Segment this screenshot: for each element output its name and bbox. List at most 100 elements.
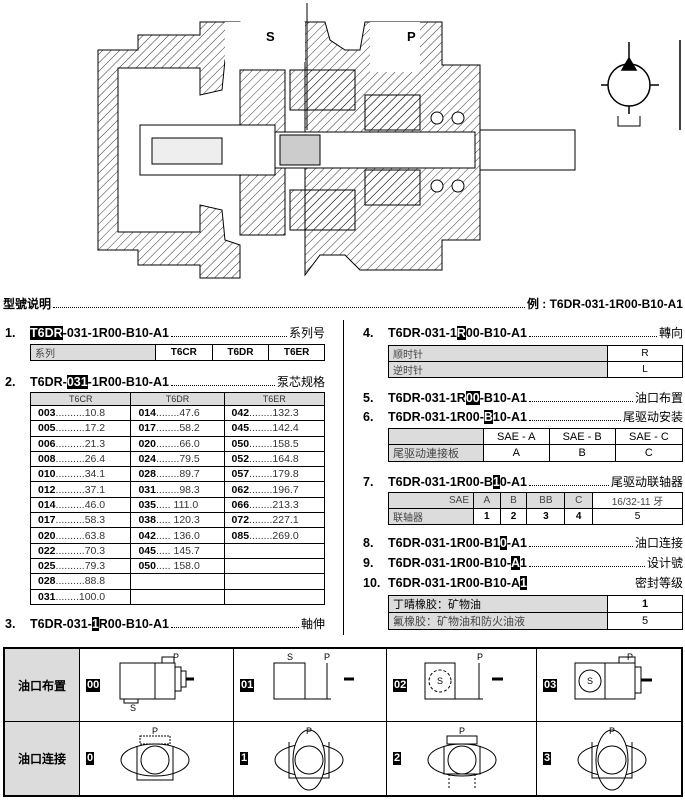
coupling-header: C [564,492,593,509]
pump-size-code: 031 [38,590,56,603]
series-value: T6CR [155,344,213,361]
port-connection-code: 0 [86,752,95,765]
pump-symbol-icon [601,40,681,130]
displacement-cell [223,573,326,590]
item-description: 轉向 [658,326,683,340]
pump-size-code: 062 [231,483,250,496]
code-suffix: 1 [520,556,527,570]
code-highlight: R [456,326,466,340]
port-connection-code: 2 [393,752,402,765]
code-prefix: T6DR- [30,375,67,389]
pressure-port-label: P [459,726,465,736]
port-layout-diagram: P S [424,652,503,700]
code-highlight: 00 [465,391,480,405]
item-number: 10. [363,576,381,590]
seal-value: 5 [607,612,683,630]
pump-size-code: 042 [138,529,156,542]
port-layout-cell: 03 P S [537,649,682,722]
displacement-value: ..........21.3 [55,437,106,450]
pump-size-code: 012 [38,483,56,496]
port-connection-cell: 0 P [80,722,234,795]
code-suffix: 0-A1 [499,475,527,489]
displacement-cell: 057........179.8 [223,466,326,483]
displacement-value: ..... 136.0 [156,529,200,542]
code-suffix: 00-B10-A1 [465,326,527,340]
port-connection-code: 1 [240,752,249,765]
displacement-value: ..... 145.7 [156,544,200,557]
port-connection-cell: 1 P [234,722,387,795]
seal-label: 丁晴橡胶：矿物油 [388,595,608,613]
pressure-port-label: P [173,652,179,662]
displacement-cell [223,542,326,559]
mount-table: SAE - A SAE - B SAE - C 尾驱动連接板 A B C [388,428,684,462]
port-diagram-table: 油口布置 油口连接 00 P S 0 P 01 P S 1 P 02 P S 2… [3,647,683,797]
displacement-cell: 031........98.3 [130,481,225,498]
pump-size-code: 014 [138,407,156,420]
mount-value: C [614,444,684,462]
coupling-label: 联轴器 [388,508,474,525]
displacement-value: ..........37.1 [55,483,106,496]
displacement-value: ..........17.2 [55,422,106,435]
pump-size-code: 020 [138,437,156,450]
item-description: 密封等级 [634,576,683,590]
coupling-header-label: SAE [388,492,474,509]
displacement-cell: 050..... 158.0 [130,557,225,575]
item-description: 軸伸 [300,617,325,631]
coupling-value: 4 [564,508,593,525]
pump-size-code: 050 [231,437,250,450]
displacement-cell: 028..........88.8 [29,573,132,590]
suction-port-label: S [266,29,275,44]
item-code: T6DR-031-1R00-B10-A1 [388,391,527,405]
pressure-port-label: P [477,652,483,662]
displacement-value: ........66.0 [156,437,200,450]
series-value: T6ER [268,344,325,361]
leader-dots [528,476,609,486]
item-code: T6DR-031-1R00-B10-A1 [388,556,527,570]
code-highlight: A [510,556,520,570]
pump-size-code: 050 [138,560,156,573]
series-label: 系列 [30,344,156,361]
item-description: 设计號 [646,556,683,570]
pump-size-code: 017 [138,422,156,435]
item-code: T6DR-031-1R00-B10-A1 [388,536,527,550]
displacement-cell: 010..........34.1 [29,466,132,483]
coupling-value: 2 [499,508,528,525]
port-layout-diagram: P S [273,652,354,700]
code-prefix: T6DR-031-1 [388,326,457,340]
port-connection-diagram: P [120,726,190,781]
displacement-value: ..........26.4 [55,453,106,466]
code-prefix: T6DR-031-1R00-B10-A [388,576,520,590]
pump-size-code: 005 [38,422,56,435]
coupling-value: 3 [526,508,566,525]
port-layout-cell: 02 P S [387,649,537,722]
item-code: T6DR-031-1R00-B10-A1 [30,326,169,340]
pressure-port-label: P [306,726,312,736]
item-number: 2. [5,375,16,389]
code-highlight: B [483,410,493,424]
coupling-value: 5 [592,508,683,525]
displacement-value: ..........34.1 [55,468,106,481]
pump-size-code: 038 [138,514,156,527]
coupling-table: SAE A B BB C 16/32-11 牙 联轴器 1 2 3 4 5 [388,492,683,525]
item-code: T6DR-031-1R00-B10-A1 [30,617,169,631]
code-suffix: R00-B10-A1 [98,617,169,631]
model-code-item: 2. T6DR-031-1R00-B10-A1 泵芯规格 [5,373,325,390]
displacement-cell: 066........213.3 [223,496,326,514]
pump-size-code: 072 [231,514,250,527]
table-row: 031........100.0 [29,588,326,605]
mount-value: A [483,444,550,462]
item-number: 7. [363,475,374,489]
port-layout-code: 02 [393,679,408,692]
displacement-value: ........47.6 [156,407,200,420]
displacement-cell: 008..........26.4 [29,450,132,468]
item-description: 系列号 [288,326,325,340]
seal-label: 氟橡胶：矿物油和防火油液 [388,612,608,630]
port-connection-diagram: P [577,726,647,791]
